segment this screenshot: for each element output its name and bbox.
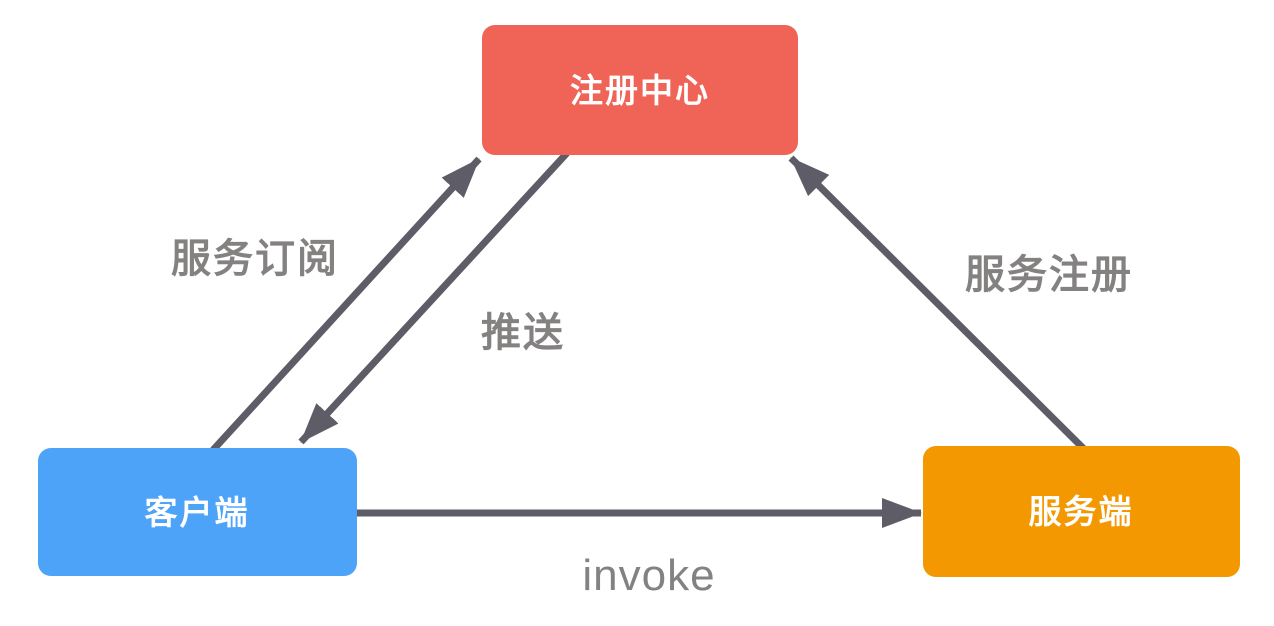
edge-subscribe-arrow bbox=[210, 156, 482, 453]
node-registry-box bbox=[482, 25, 798, 155]
edge-label-invoke: invoke bbox=[582, 551, 715, 600]
nodes: 注册中心 客户端 服务端 bbox=[38, 25, 1240, 577]
node-registry-label: 注册中心 bbox=[570, 72, 710, 109]
node-server-label: 服务端 bbox=[1029, 493, 1134, 530]
node-server-box bbox=[923, 446, 1240, 577]
edge-push-arrow bbox=[298, 150, 570, 445]
edge-label-register: 服务注册 bbox=[965, 253, 1133, 297]
edge-register-arrow bbox=[788, 155, 1087, 452]
edge-labels: 服务订阅 推送 服务注册 invoke bbox=[171, 237, 1133, 600]
node-client: 客户端 bbox=[38, 448, 357, 576]
edge-label-push: 推送 bbox=[481, 311, 565, 355]
edge-label-subscribe: 服务订阅 bbox=[171, 237, 339, 281]
edges bbox=[210, 150, 1087, 528]
node-client-box bbox=[38, 448, 357, 576]
node-registry: 注册中心 bbox=[482, 25, 798, 155]
node-server: 服务端 bbox=[923, 446, 1240, 577]
node-client-label: 客户端 bbox=[145, 494, 250, 531]
